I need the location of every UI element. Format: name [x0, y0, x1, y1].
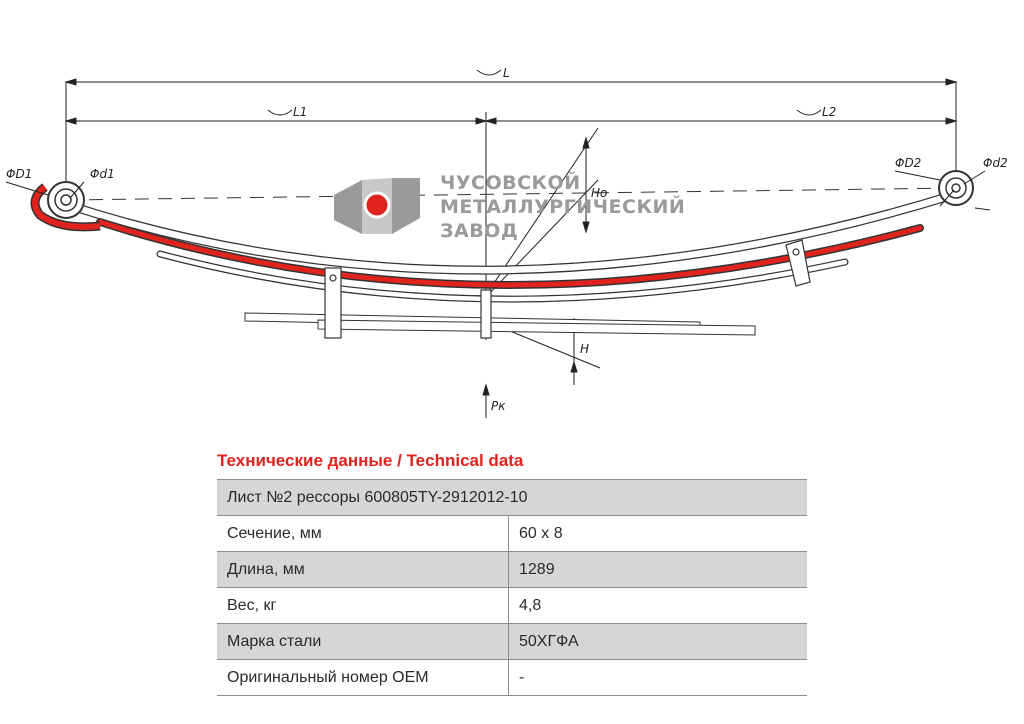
dim-label-H: H	[580, 342, 589, 356]
dimension-Ho	[487, 127, 599, 296]
row-value: 60 x 8	[508, 515, 807, 552]
leaf-spring-drawing: L L1 L2 Ho H Pк	[5, 66, 1008, 418]
rebound-clip-right	[785, 239, 811, 287]
eye-leaders	[5, 170, 991, 211]
row-label: Длина, мм	[217, 551, 509, 588]
bottom-leaves	[244, 312, 756, 336]
table-row: Марка стали 50ХГФА	[217, 623, 807, 660]
row-label: Оригинальный номер OEM	[217, 659, 509, 696]
table-row: Длина, мм 1289	[217, 551, 807, 588]
dim-label-L2: L2	[822, 105, 836, 119]
technical-data-title: Технические данные / Technical data	[217, 451, 524, 470]
dim-label-D2: ΦD2	[895, 156, 921, 170]
technical-data-table: Лист №2 рессоры 600805TY-2912012-10 Сече…	[217, 479, 807, 696]
dim-label-d1: Φd1	[90, 167, 115, 181]
row-label: Вес, кг	[217, 587, 509, 624]
right-eye	[938, 170, 974, 206]
table-header-row: Лист №2 рессоры 600805TY-2912012-10	[217, 479, 807, 516]
row-value: 50ХГФА	[508, 623, 807, 660]
row-value: 4,8	[508, 587, 807, 624]
dim-label-Ho: Ho	[591, 186, 607, 200]
row-label: Марка стали	[217, 623, 509, 660]
table-row: Вес, кг 4,8	[217, 587, 807, 624]
rebound-clip-left	[324, 267, 342, 339]
left-eye	[30, 181, 101, 232]
table-row: Оригинальный номер OEM -	[217, 659, 807, 696]
row-value: 1289	[508, 551, 807, 588]
logo-line-3: ЗАВОД	[440, 220, 518, 242]
dim-label-L: L	[503, 66, 510, 80]
logo-line-2: МЕТАЛЛУРГИЧЕСКИЙ	[440, 195, 685, 218]
dim-label-Pk: Pк	[491, 399, 506, 413]
dimension-L	[64, 69, 958, 185]
eye-centerline	[65, 187, 957, 201]
load-arrow-pk	[482, 383, 490, 418]
table-row: Сечение, мм 60 x 8	[217, 515, 807, 552]
table-header-cell: Лист №2 рессоры 600805TY-2912012-10	[217, 479, 807, 516]
company-logo	[334, 178, 420, 234]
row-label: Сечение, мм	[217, 515, 509, 552]
row-value: -	[508, 659, 807, 696]
center-bolt	[480, 289, 492, 339]
dim-label-D1: ΦD1	[6, 167, 32, 181]
logo-line-1: ЧУСОВСКОЙ	[440, 171, 581, 194]
dimension-L1-L2	[64, 109, 958, 340]
dim-label-d2: Φd2	[983, 156, 1008, 170]
dim-label-L1: L1	[293, 105, 307, 119]
